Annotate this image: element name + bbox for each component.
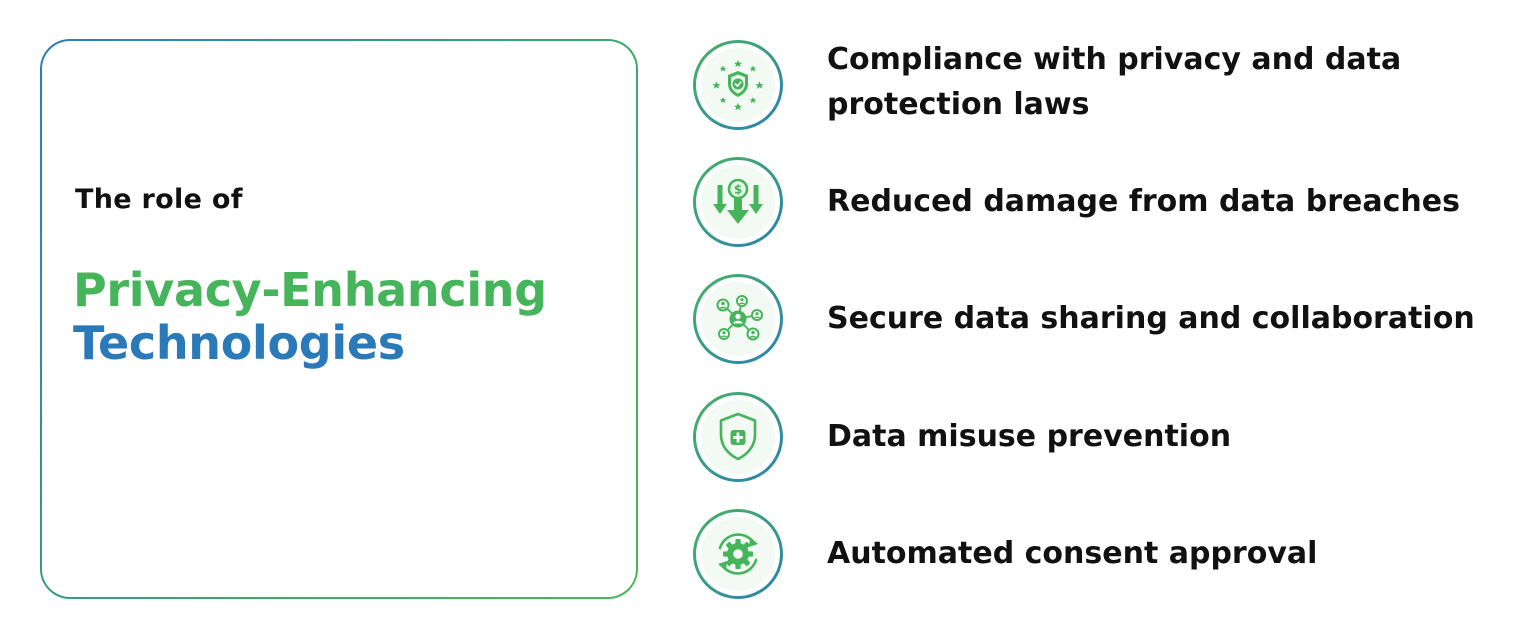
benefit-label: Secure data sharing and collaboration: [827, 301, 1475, 336]
benefit-label: Reduced damage from data breaches: [827, 184, 1460, 219]
svg-text:$: $: [734, 183, 742, 197]
intro-kicker: The role of: [75, 184, 243, 215]
benefit-secure-sharing: Secure data sharing and collaboration: [693, 274, 1513, 366]
benefit-compliance: Compliance with privacy and data protect…: [693, 40, 1513, 132]
benefit-label: Automated consent approval: [827, 536, 1318, 571]
benefit-label: Data misuse prevention: [827, 419, 1232, 454]
benefit-label-line-2: protection laws: [827, 87, 1090, 122]
benefit-label: Compliance with privacy and data protect…: [827, 37, 1401, 127]
title-line-1: Privacy-Enhancing: [73, 263, 547, 317]
shield-plus-icon: [693, 392, 783, 482]
benefit-label-line-1: Compliance with privacy and data: [827, 42, 1402, 77]
coin-down-arrows-icon: $: [693, 157, 783, 247]
benefit-reduced-damage: $ Reduced damage from data breaches: [693, 157, 1513, 249]
shield-stars-icon: [693, 40, 783, 130]
gear-cycle-icon: [693, 509, 783, 599]
benefit-misuse-prevention: Data misuse prevention: [693, 392, 1513, 484]
intro-card: The role of Privacy-Enhancing Technologi…: [40, 39, 638, 599]
network-people-icon: [693, 274, 783, 364]
title-line-2: Technologies: [73, 316, 405, 370]
benefit-automated-consent: Automated consent approval: [693, 509, 1513, 601]
